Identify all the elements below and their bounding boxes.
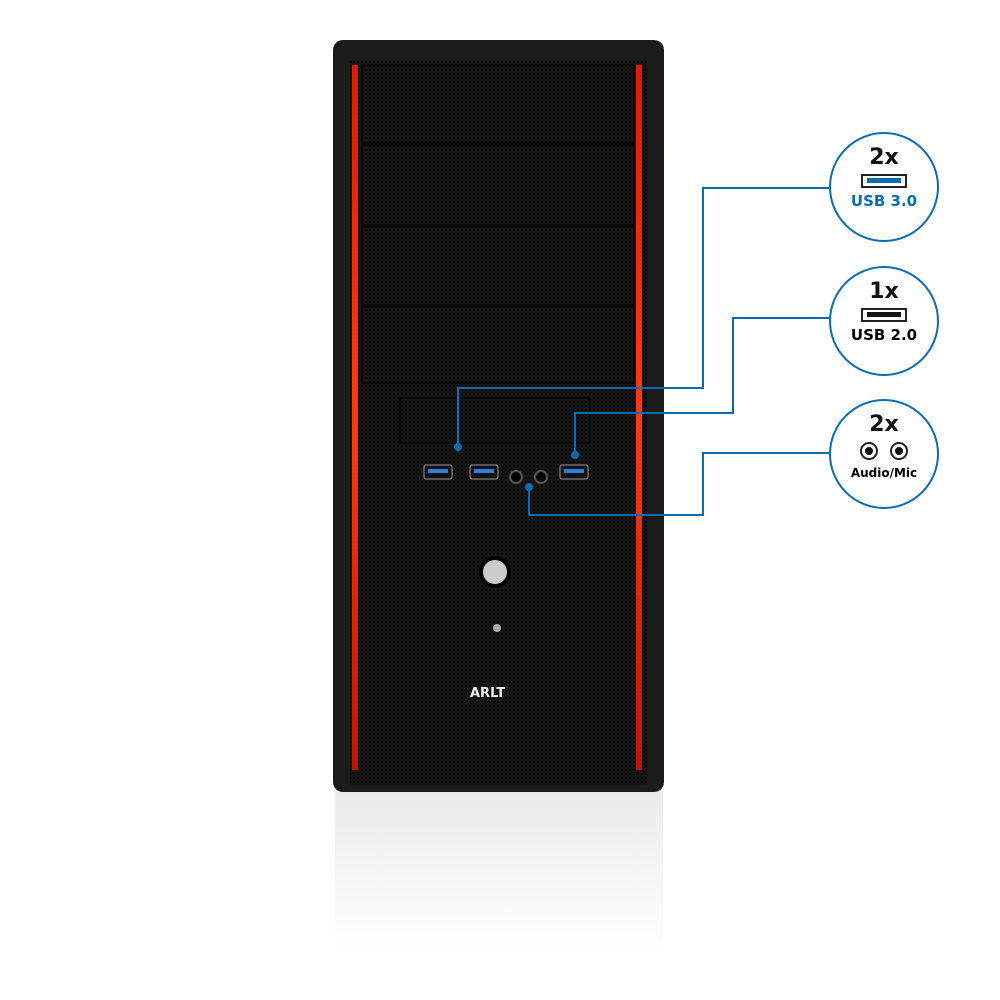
power-button	[479, 556, 511, 588]
led-strip-right	[636, 65, 642, 770]
led-strip-left	[352, 65, 358, 770]
callout-audio: 2x Audio/Mic	[829, 399, 939, 509]
usb-2-port	[559, 464, 589, 480]
usb3-count: 2x	[869, 145, 899, 170]
usb-3-port	[423, 464, 453, 480]
usb-2-port-icon	[861, 308, 907, 322]
usb2-count: 1x	[869, 279, 899, 304]
callout-usb3: 2x USB 3.0	[829, 132, 939, 242]
tower-reflection	[335, 792, 663, 952]
headphone-jack	[509, 470, 523, 484]
callout-usb2: 1x USB 2.0	[829, 266, 939, 376]
microphone-jack	[534, 470, 548, 484]
power-led	[493, 624, 501, 632]
usb3-label: USB 3.0	[850, 192, 918, 210]
audio-jack-icon	[831, 442, 937, 460]
usb2-label: USB 2.0	[850, 326, 918, 344]
audio-count: 2x	[869, 412, 899, 437]
brand-logo: ARLT	[470, 686, 505, 701]
audio-label: Audio/Mic	[850, 466, 918, 480]
usb-3-port-icon	[861, 174, 907, 188]
drive-bays	[361, 64, 635, 444]
usb-3-port	[469, 464, 499, 480]
callout-dots	[454, 443, 579, 491]
